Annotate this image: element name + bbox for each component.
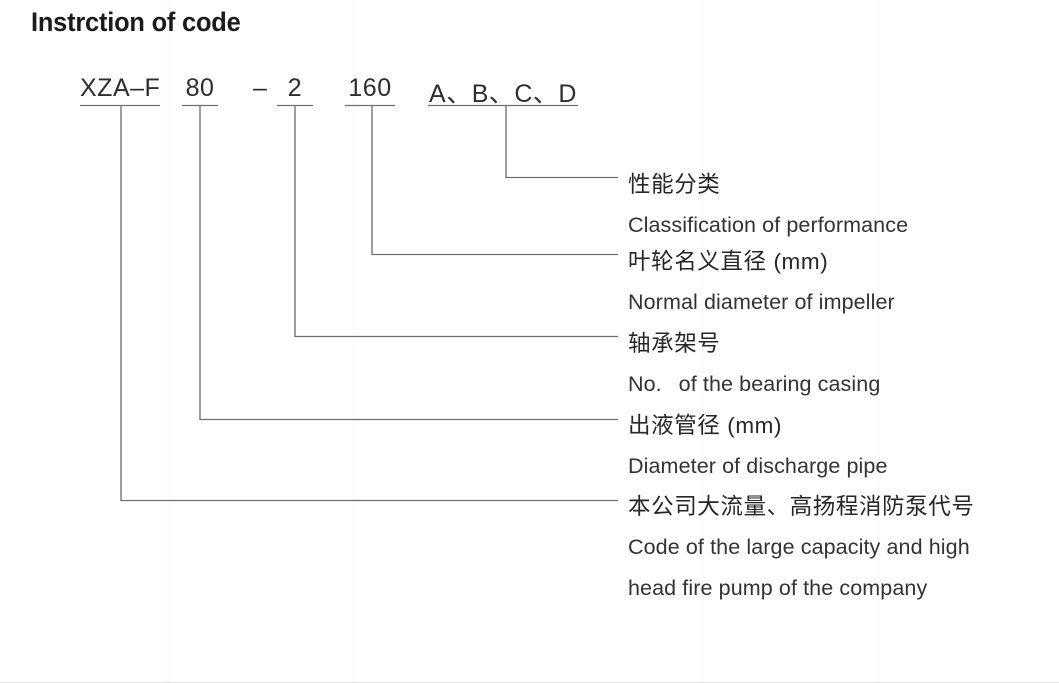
annotation-en-text: Normal diameter of impeller: [628, 290, 895, 314]
annotation-discharge-pipe-diameter: 出液管径 (mm) Diameter of discharge pipe: [628, 405, 888, 487]
annotation-cn-text: 性能分类: [628, 172, 721, 197]
annotation-impeller-diameter: 叶轮名义直径 (mm) Normal diameter of impeller: [628, 241, 895, 323]
annotation-cn-text: 叶轮名义直径 (mm): [628, 249, 829, 274]
product-code-row: XZA–F 80 – 2 160 A、B、C、D: [0, 0, 1059, 120]
annotation-en-text: Classification of performance: [628, 213, 909, 237]
annotation-en-text-line1: Code of the large capacity and high: [628, 535, 970, 559]
leader-bearing-casing-no: [294, 105, 618, 338]
annotation-en-text: Diameter of discharge pipe: [628, 454, 888, 478]
annotation-performance-classification: 性能分类 Classification of performance: [628, 164, 908, 246]
annotation-cn-text: 轴承架号: [628, 331, 721, 356]
code-segment-performance-class: A、B、C、D: [429, 80, 577, 108]
code-segment-impeller: 160: [348, 74, 392, 102]
annotation-company-pump-code: 本公司大流量、高扬程消防泵代号 Code of the large capaci…: [628, 486, 975, 609]
page-title: Instrction of code: [31, 7, 241, 37]
code-segment-bearing: 2: [287, 74, 303, 102]
leader-company-pump-code: [120, 105, 618, 502]
code-segment-discharge: 80: [185, 74, 215, 102]
code-separator-dash: –: [253, 74, 267, 102]
annotation-cn-text: 本公司大流量、高扬程消防泵代号: [628, 494, 975, 519]
leader-discharge-pipe-diameter: [199, 105, 618, 421]
annotation-en-text-line2: head fire pump of the company: [628, 576, 928, 600]
annotation-cn-text: 出液管径 (mm): [628, 413, 783, 438]
code-segment-series: XZA–F: [80, 74, 161, 102]
annotation-bearing-casing-no: 轴承架号 No. of the bearing casing: [628, 323, 880, 405]
annotation-en-text: No. of the bearing casing: [628, 372, 881, 396]
leader-impeller-diameter: [371, 105, 618, 256]
